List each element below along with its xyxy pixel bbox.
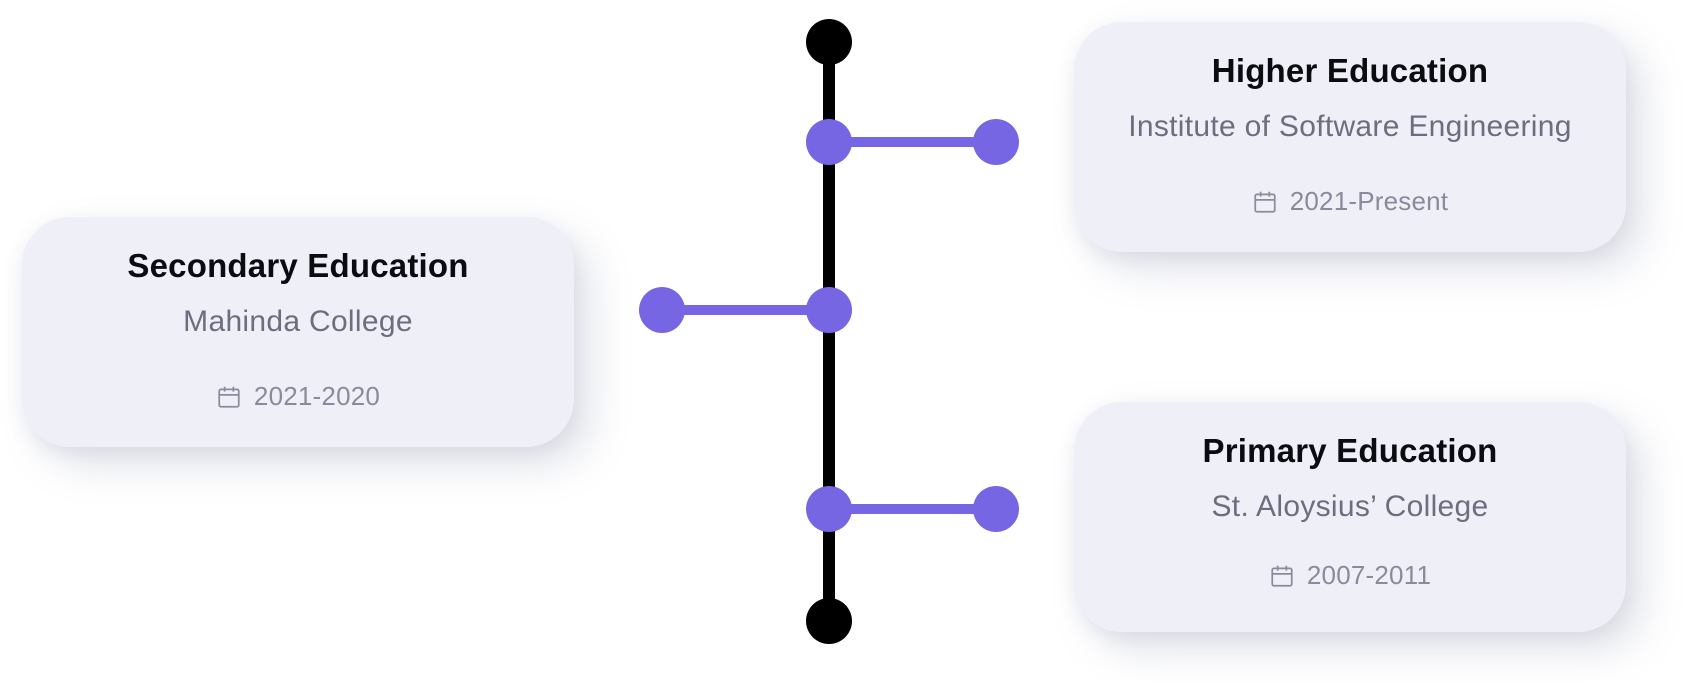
card-date-row: 2007-2011: [1074, 560, 1626, 591]
connector-secondary-education: [662, 305, 828, 315]
card-institution: Mahinda College: [183, 305, 413, 338]
spine-node-secondary-education: [806, 287, 852, 333]
connector-higher-education: [829, 137, 995, 147]
card-title: Secondary Education: [127, 247, 469, 284]
card-institution: Institute of Software Engineering: [1128, 110, 1572, 143]
card-secondary-education: Secondary Education Mahinda College 2021…: [22, 217, 574, 447]
outer-node-higher-education: [973, 119, 1019, 165]
connector-primary-education: [829, 504, 995, 514]
calendar-icon: [1254, 191, 1276, 213]
spine-node-higher-education: [806, 119, 852, 165]
calendar-icon: [1271, 565, 1293, 587]
card-period: 2007-2011: [1306, 560, 1432, 590]
card-date-row: 2021-2020: [22, 381, 574, 412]
calendar-icon: [218, 386, 240, 408]
outer-node-primary-education: [973, 486, 1019, 532]
timeline-end-dot: [806, 598, 852, 644]
card-title: Higher Education: [1211, 52, 1489, 89]
card-primary-education: Primary Education St. Aloysius’ College …: [1074, 402, 1626, 632]
timeline-start-dot: [806, 19, 852, 65]
outer-node-secondary-education: [639, 287, 685, 333]
card-higher-education: Higher Education Institute of Software E…: [1074, 22, 1626, 252]
card-period: 2021-2020: [253, 381, 381, 411]
card-date-row: 2021-Present: [1074, 186, 1626, 217]
card-period: 2021-Present: [1289, 186, 1449, 216]
spine-node-primary-education: [806, 486, 852, 532]
card-institution: St. Aloysius’ College: [1211, 490, 1489, 523]
card-title: Primary Education: [1202, 432, 1498, 469]
